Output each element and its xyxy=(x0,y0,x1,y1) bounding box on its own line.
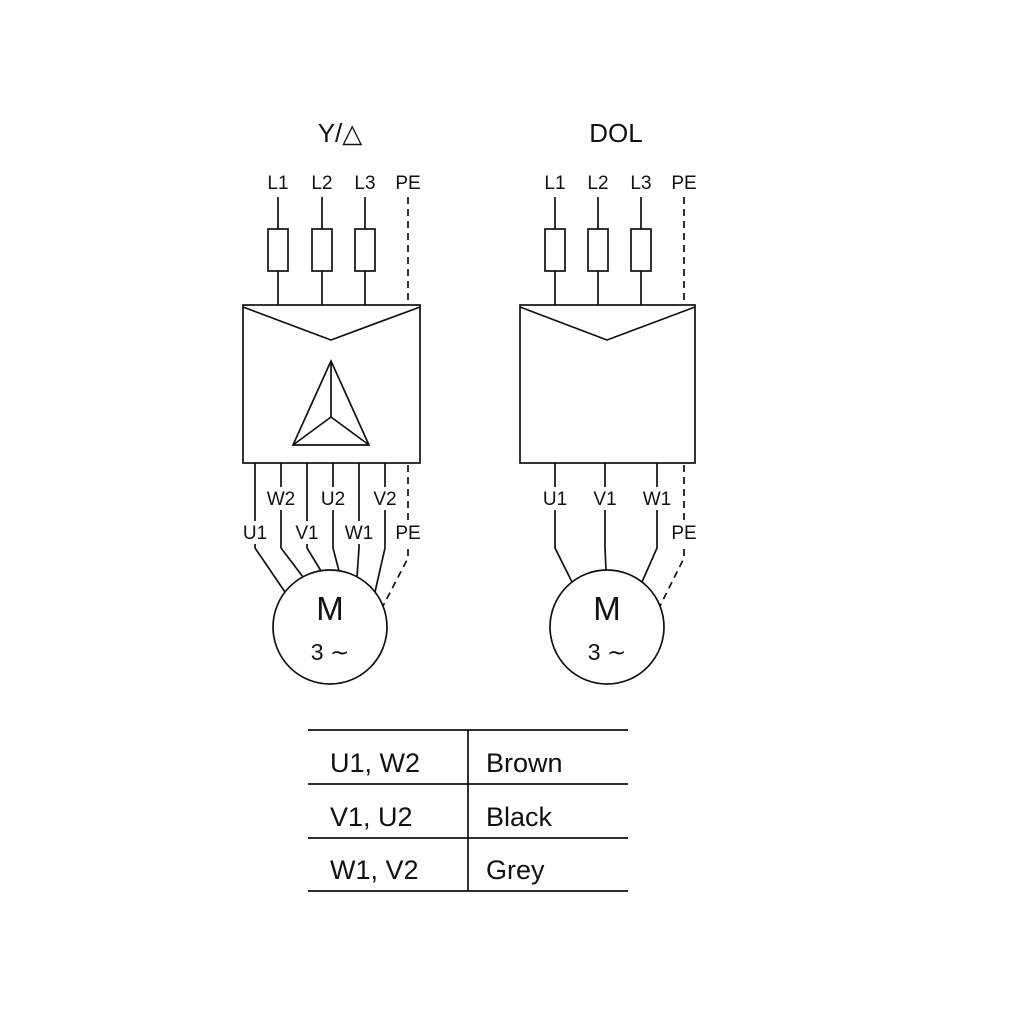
motor-letter: M xyxy=(316,590,344,627)
conductor-w1 xyxy=(356,463,360,578)
conductor-u2 xyxy=(332,463,340,572)
conductor-v2 xyxy=(374,463,386,593)
table-texts: U1, W2 Brown V1, U2 Black W1, V2 Grey xyxy=(330,748,563,885)
motor-circle xyxy=(272,569,388,685)
terminal-label-w1: W1 xyxy=(345,523,374,544)
label-bg xyxy=(640,487,674,510)
terminal-label-v1: V1 xyxy=(593,489,616,510)
label-bg xyxy=(538,487,572,510)
supply-label-pe: PE xyxy=(671,173,696,194)
fuse-l3 xyxy=(630,228,652,272)
label-bg xyxy=(316,487,350,510)
dol-texts: DOL L1 L2 L3 PE U1 V1 W1 PE M 3 ∼ xyxy=(543,118,697,665)
table-cell-terminals: U1, W2 xyxy=(330,748,420,778)
supply-label-l2: L2 xyxy=(587,173,608,194)
supply-label-l3: L3 xyxy=(354,173,375,194)
terminal-label-u2: U2 xyxy=(321,489,345,510)
conductor-u1 xyxy=(254,463,286,593)
table-rules xyxy=(308,729,628,892)
starter-chevron xyxy=(242,306,421,341)
motor-phase: 3 ∼ xyxy=(311,639,349,665)
dol-title: DOL xyxy=(589,118,642,148)
label-bg xyxy=(392,521,424,544)
supply-label-l1: L1 xyxy=(267,173,288,194)
label-bg xyxy=(343,521,375,544)
motor-phase: 3 ∼ xyxy=(588,639,626,665)
terminal-label-pe: PE xyxy=(395,523,420,544)
label-bg xyxy=(239,521,271,544)
star-delta-texts: Y/△ L1 L2 L3 PE W2 U2 V2 U1 V1 W1 PE M 3… xyxy=(243,118,421,665)
supply-label-pe: PE xyxy=(395,173,420,194)
pe-dashed-line-bottom xyxy=(659,465,685,607)
fuse-l2 xyxy=(587,228,609,272)
label-bg xyxy=(291,521,323,544)
table-cell-terminals: V1, U2 xyxy=(330,802,413,832)
conductor-u1 xyxy=(554,463,573,583)
table-cell-terminals: W1, V2 xyxy=(330,855,419,885)
starter-box xyxy=(519,304,696,464)
table-row: W1, V2 Grey xyxy=(330,855,545,885)
wire-color-table: U1, W2 Brown V1, U2 Black W1, V2 Grey xyxy=(308,729,628,892)
fuse-l2 xyxy=(311,228,333,272)
delta-symbol xyxy=(291,358,371,446)
fuse-l1 xyxy=(267,228,289,272)
terminal-label-w1: W1 xyxy=(643,489,672,510)
table-cell-color: Grey xyxy=(486,855,545,885)
motor-letter: M xyxy=(593,590,621,627)
conductor-w2 xyxy=(280,463,304,578)
terminal-label-v2: V2 xyxy=(373,489,396,510)
fuse-l1 xyxy=(544,228,566,272)
delta-inner-line xyxy=(292,416,332,446)
conductor-w1 xyxy=(641,463,658,583)
table-cell-color: Brown xyxy=(486,748,563,778)
pe-dashed-line-bottom xyxy=(382,465,409,607)
label-bg xyxy=(668,521,700,544)
table-row: V1, U2 Black xyxy=(330,802,553,832)
terminal-label-u1: U1 xyxy=(543,489,567,510)
star-delta-diagram: Y/△ L1 L2 L3 PE W2 U2 V2 U1 V1 W1 PE M 3… xyxy=(239,118,424,685)
motor-circle xyxy=(549,569,665,685)
terminal-label-u1: U1 xyxy=(243,523,267,544)
table-cell-color: Black xyxy=(486,802,553,832)
dol-label-backgrounds xyxy=(538,487,700,544)
terminal-label-w2: W2 xyxy=(267,489,296,510)
dol-diagram: DOL L1 L2 L3 PE U1 V1 W1 PE M 3 ∼ xyxy=(519,118,700,685)
delta-inner-line xyxy=(330,416,370,446)
terminal-label-pe: PE xyxy=(671,523,696,544)
conductor-v1 xyxy=(604,463,607,571)
star-delta-title: Y/△ xyxy=(318,118,363,148)
supply-label-l2: L2 xyxy=(311,173,332,194)
starter-chevron xyxy=(519,306,696,341)
table-row: U1, W2 Brown xyxy=(330,748,563,778)
label-bg xyxy=(588,487,622,510)
terminal-label-v1: V1 xyxy=(295,523,318,544)
starter-box xyxy=(242,304,421,464)
supply-label-l1: L1 xyxy=(544,173,565,194)
star-delta-label-backgrounds xyxy=(239,487,424,544)
label-bg xyxy=(264,487,298,510)
star-delta-shapes xyxy=(242,197,421,685)
label-bg xyxy=(368,487,402,510)
fuse-l3 xyxy=(354,228,376,272)
supply-label-l3: L3 xyxy=(630,173,651,194)
conductor-v1 xyxy=(306,463,322,572)
